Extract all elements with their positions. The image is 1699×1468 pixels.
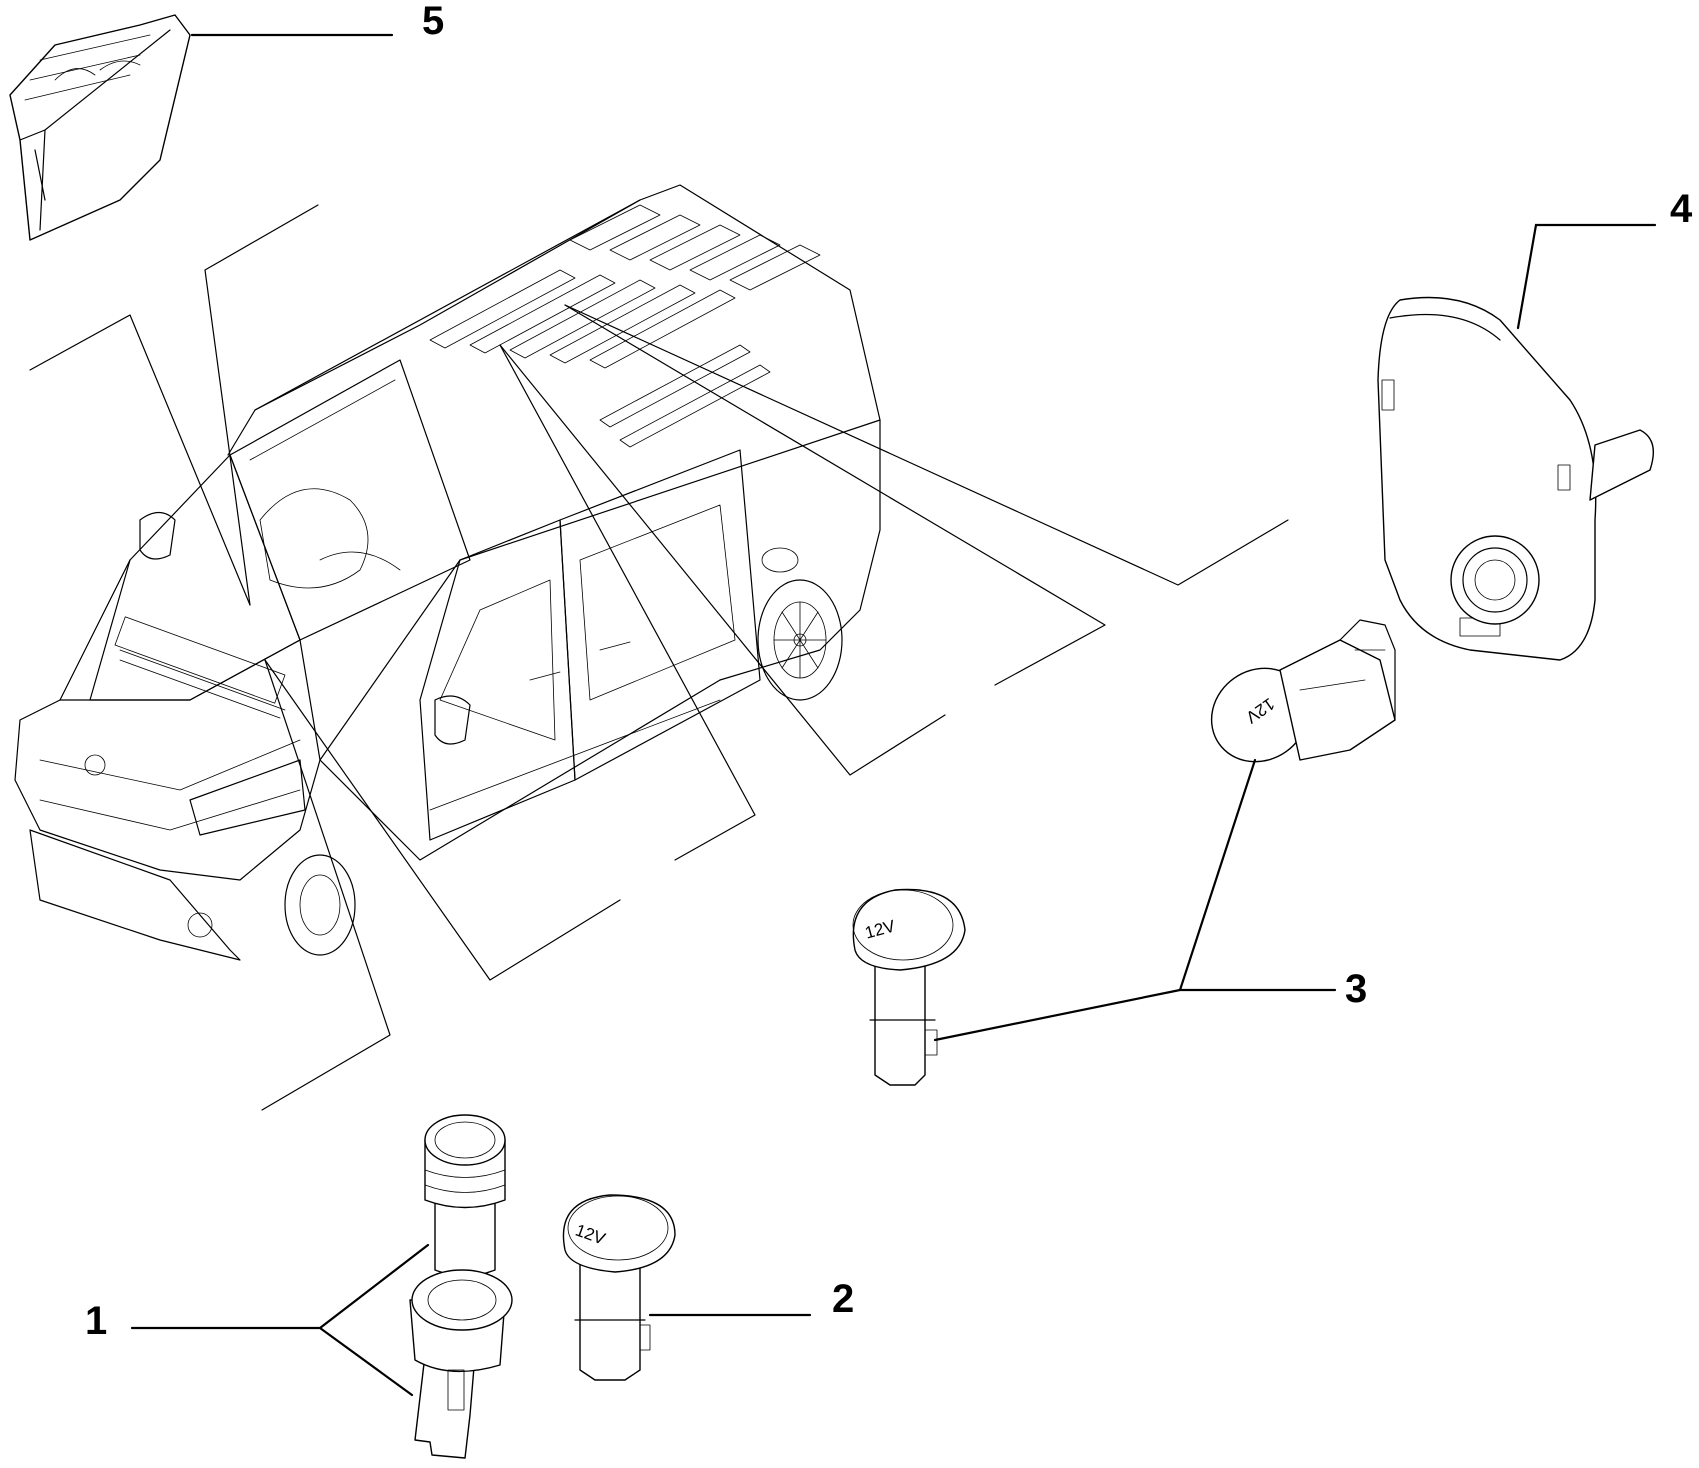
part-4-socket-panel: [1377, 296, 1654, 661]
part-1-lighter-plug: [424, 1114, 506, 1277]
callout-4: 4: [1670, 187, 1693, 231]
callout-5: 5: [422, 0, 444, 43]
van-illustration: [14, 184, 881, 961]
part-1-leader: [130, 1243, 430, 1397]
callout-3: 3: [1345, 967, 1367, 1011]
callout-1: 1: [85, 1299, 107, 1343]
part-3-socket-upright: 12V: [852, 888, 966, 1086]
location-indicator-lines: [29, 204, 1289, 1111]
part-2-socket: 12V: [562, 1194, 676, 1381]
part-3-socket-angled: 12V: [1210, 619, 1396, 763]
part-1-lighter-socket: [409, 1269, 513, 1459]
part-3-leader: [933, 758, 1337, 1042]
callout-2: 2: [832, 1277, 854, 1321]
part-4-leader: [1516, 223, 1657, 330]
part-5-storage-tray: [9, 14, 191, 241]
